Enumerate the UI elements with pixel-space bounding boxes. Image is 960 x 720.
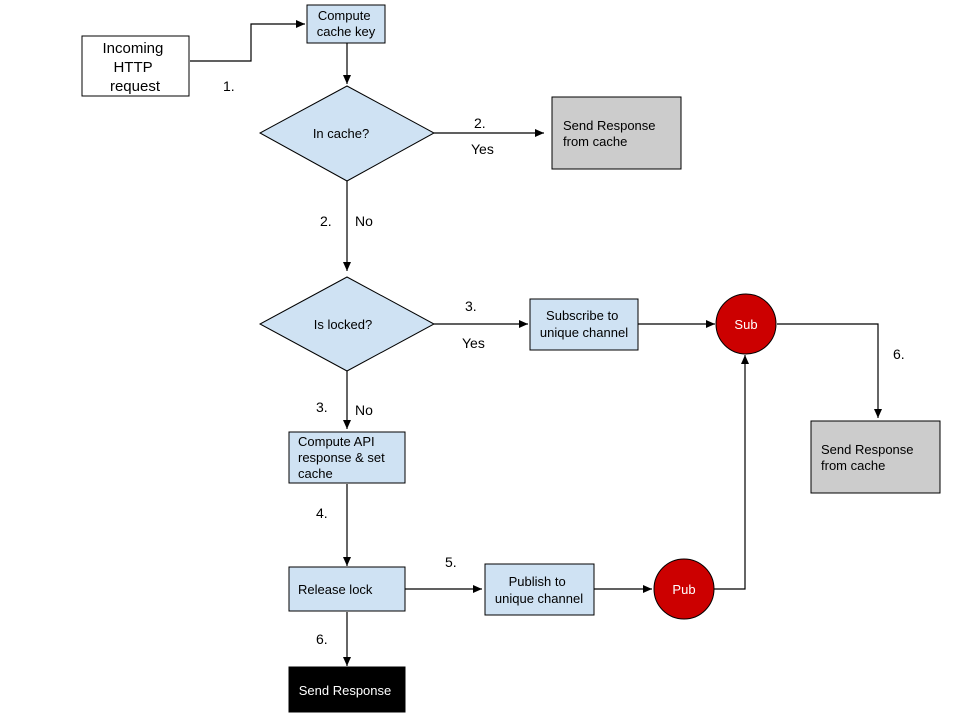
label-step-5: 5.: [445, 554, 457, 570]
label-step-2-no: 2.: [320, 213, 332, 229]
send-response-label: Send Response: [299, 683, 392, 698]
publish-line-2: unique channel: [495, 591, 583, 606]
pub-node: Pub: [653, 558, 715, 620]
svg-text:Send Response from cache: Send Response from cache: [821, 442, 917, 473]
compute-key-line-2: cache key: [317, 24, 376, 39]
compute-api-line-1: Compute API: [298, 434, 375, 449]
label-no-2: No: [355, 402, 373, 418]
edges: [190, 20, 882, 666]
edge-sub-to-send-cached-2: [777, 323, 882, 418]
sub-node: Sub: [715, 293, 777, 355]
send-response-from-cache-node-2: Send Response from cache: [810, 420, 941, 494]
label-step-3-yes: 3.: [465, 298, 477, 314]
subscribe-node: Subscribe to unique channel: [529, 298, 639, 351]
label-no-1: No: [355, 213, 373, 229]
release-lock-label: Release lock: [298, 582, 373, 597]
svg-text:Subscribe to unique chan: Subscribe to unique channel: [540, 308, 628, 340]
label-step-6-bottom: 6.: [316, 631, 328, 647]
incoming-request-node: Incoming HTTP request: [81, 35, 190, 97]
send-response-from-cache-node-1: Send Response from cache: [551, 96, 682, 170]
edge-pub-to-sub: [714, 355, 749, 590]
is-locked-label: Is locked?: [314, 317, 373, 332]
send-cached-2-line-1: Send Response: [821, 442, 914, 457]
label-step-2-yes: 2.: [474, 115, 486, 131]
label-yes-1: Yes: [471, 141, 494, 157]
incoming-line-1: Incoming: [102, 40, 163, 57]
edge-labels: 1. 2. Yes 2. No 3. Yes 3. No 4. 5. 6. 6.: [223, 78, 905, 647]
incoming-line-3: request: [110, 78, 161, 95]
send-cached-1-line-2: from cache: [563, 134, 627, 149]
sub-label: Sub: [734, 317, 757, 332]
svg-text:Incoming HTTP requ: Incoming HTTP request: [102, 40, 167, 95]
compute-api-node: Compute API response & set cache: [288, 431, 406, 484]
svg-text:Publish to unique channe: Publish to unique channel: [495, 574, 583, 606]
label-step-1: 1.: [223, 78, 235, 94]
compute-cache-key-node: Compute cache key: [306, 4, 386, 44]
in-cache-decision: In cache?: [258, 85, 436, 182]
send-response-node: Send Response: [288, 666, 406, 713]
label-yes-2: Yes: [462, 335, 485, 351]
compute-api-line-2: response & set: [298, 450, 385, 465]
release-lock-node: Release lock: [288, 566, 406, 612]
svg-text:Send Response from cache: Send Response from cache: [563, 118, 659, 149]
publish-line-1: Publish to: [509, 574, 566, 589]
incoming-line-2: HTTP: [113, 59, 152, 76]
compute-api-line-3: cache: [298, 466, 333, 481]
publish-node: Publish to unique channel: [484, 563, 595, 616]
label-step-3-no: 3.: [316, 399, 328, 415]
edge-incoming-to-compute-key: [190, 20, 305, 62]
subscribe-line-1: Subscribe to: [546, 308, 618, 323]
in-cache-label: In cache?: [313, 126, 369, 141]
pub-label: Pub: [672, 582, 695, 597]
send-cached-1-line-1: Send Response: [563, 118, 656, 133]
compute-key-line-1: Compute: [318, 8, 371, 23]
subscribe-line-2: unique channel: [540, 325, 628, 340]
svg-text:Compute cache key: Compute cache key: [317, 8, 376, 39]
send-cached-2-line-2: from cache: [821, 458, 885, 473]
svg-text:Compute API response & s: Compute API response & set cache: [298, 434, 388, 481]
is-locked-decision: Is locked?: [258, 276, 436, 372]
label-step-6-right: 6.: [893, 346, 905, 362]
label-step-4: 4.: [316, 505, 328, 521]
